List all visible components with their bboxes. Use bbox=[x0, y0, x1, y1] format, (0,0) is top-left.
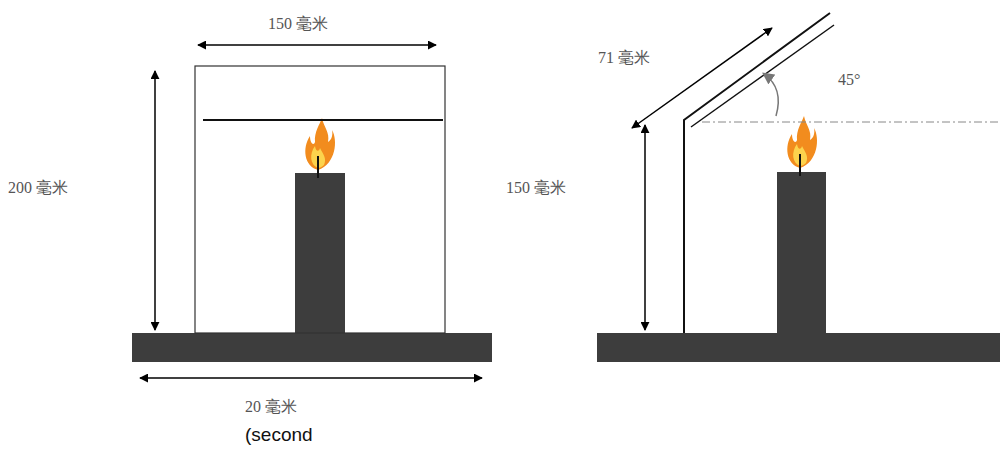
flame bbox=[787, 116, 817, 176]
shelf-line bbox=[203, 119, 443, 121]
dimension-arrow bbox=[644, 125, 646, 330]
dimension-label: 150 毫米 bbox=[506, 178, 566, 197]
base-plate bbox=[597, 333, 1000, 362]
angle-arrow bbox=[764, 74, 778, 116]
base-plate bbox=[132, 333, 492, 362]
dimension-arrow bbox=[140, 377, 482, 379]
dimension-arrow bbox=[632, 28, 772, 128]
dimension-label: (second bbox=[245, 424, 313, 447]
tilted-wall bbox=[691, 25, 834, 127]
dimension-label: 150 毫米 bbox=[268, 14, 328, 33]
dimension-label: 20 毫米 bbox=[245, 397, 297, 416]
reference-line bbox=[702, 122, 1000, 123]
dimension-arrow bbox=[154, 71, 156, 330]
flame bbox=[305, 118, 335, 178]
tilted-wall bbox=[684, 13, 830, 333]
dimension-label: 71 毫米 bbox=[598, 48, 650, 67]
enclosure-box bbox=[195, 66, 445, 333]
dimension-arrow bbox=[198, 44, 436, 46]
dimension-label: 200 毫米 bbox=[8, 178, 68, 197]
candle bbox=[295, 173, 345, 334]
candle bbox=[777, 172, 826, 334]
dimension-label: 45° bbox=[838, 70, 860, 89]
